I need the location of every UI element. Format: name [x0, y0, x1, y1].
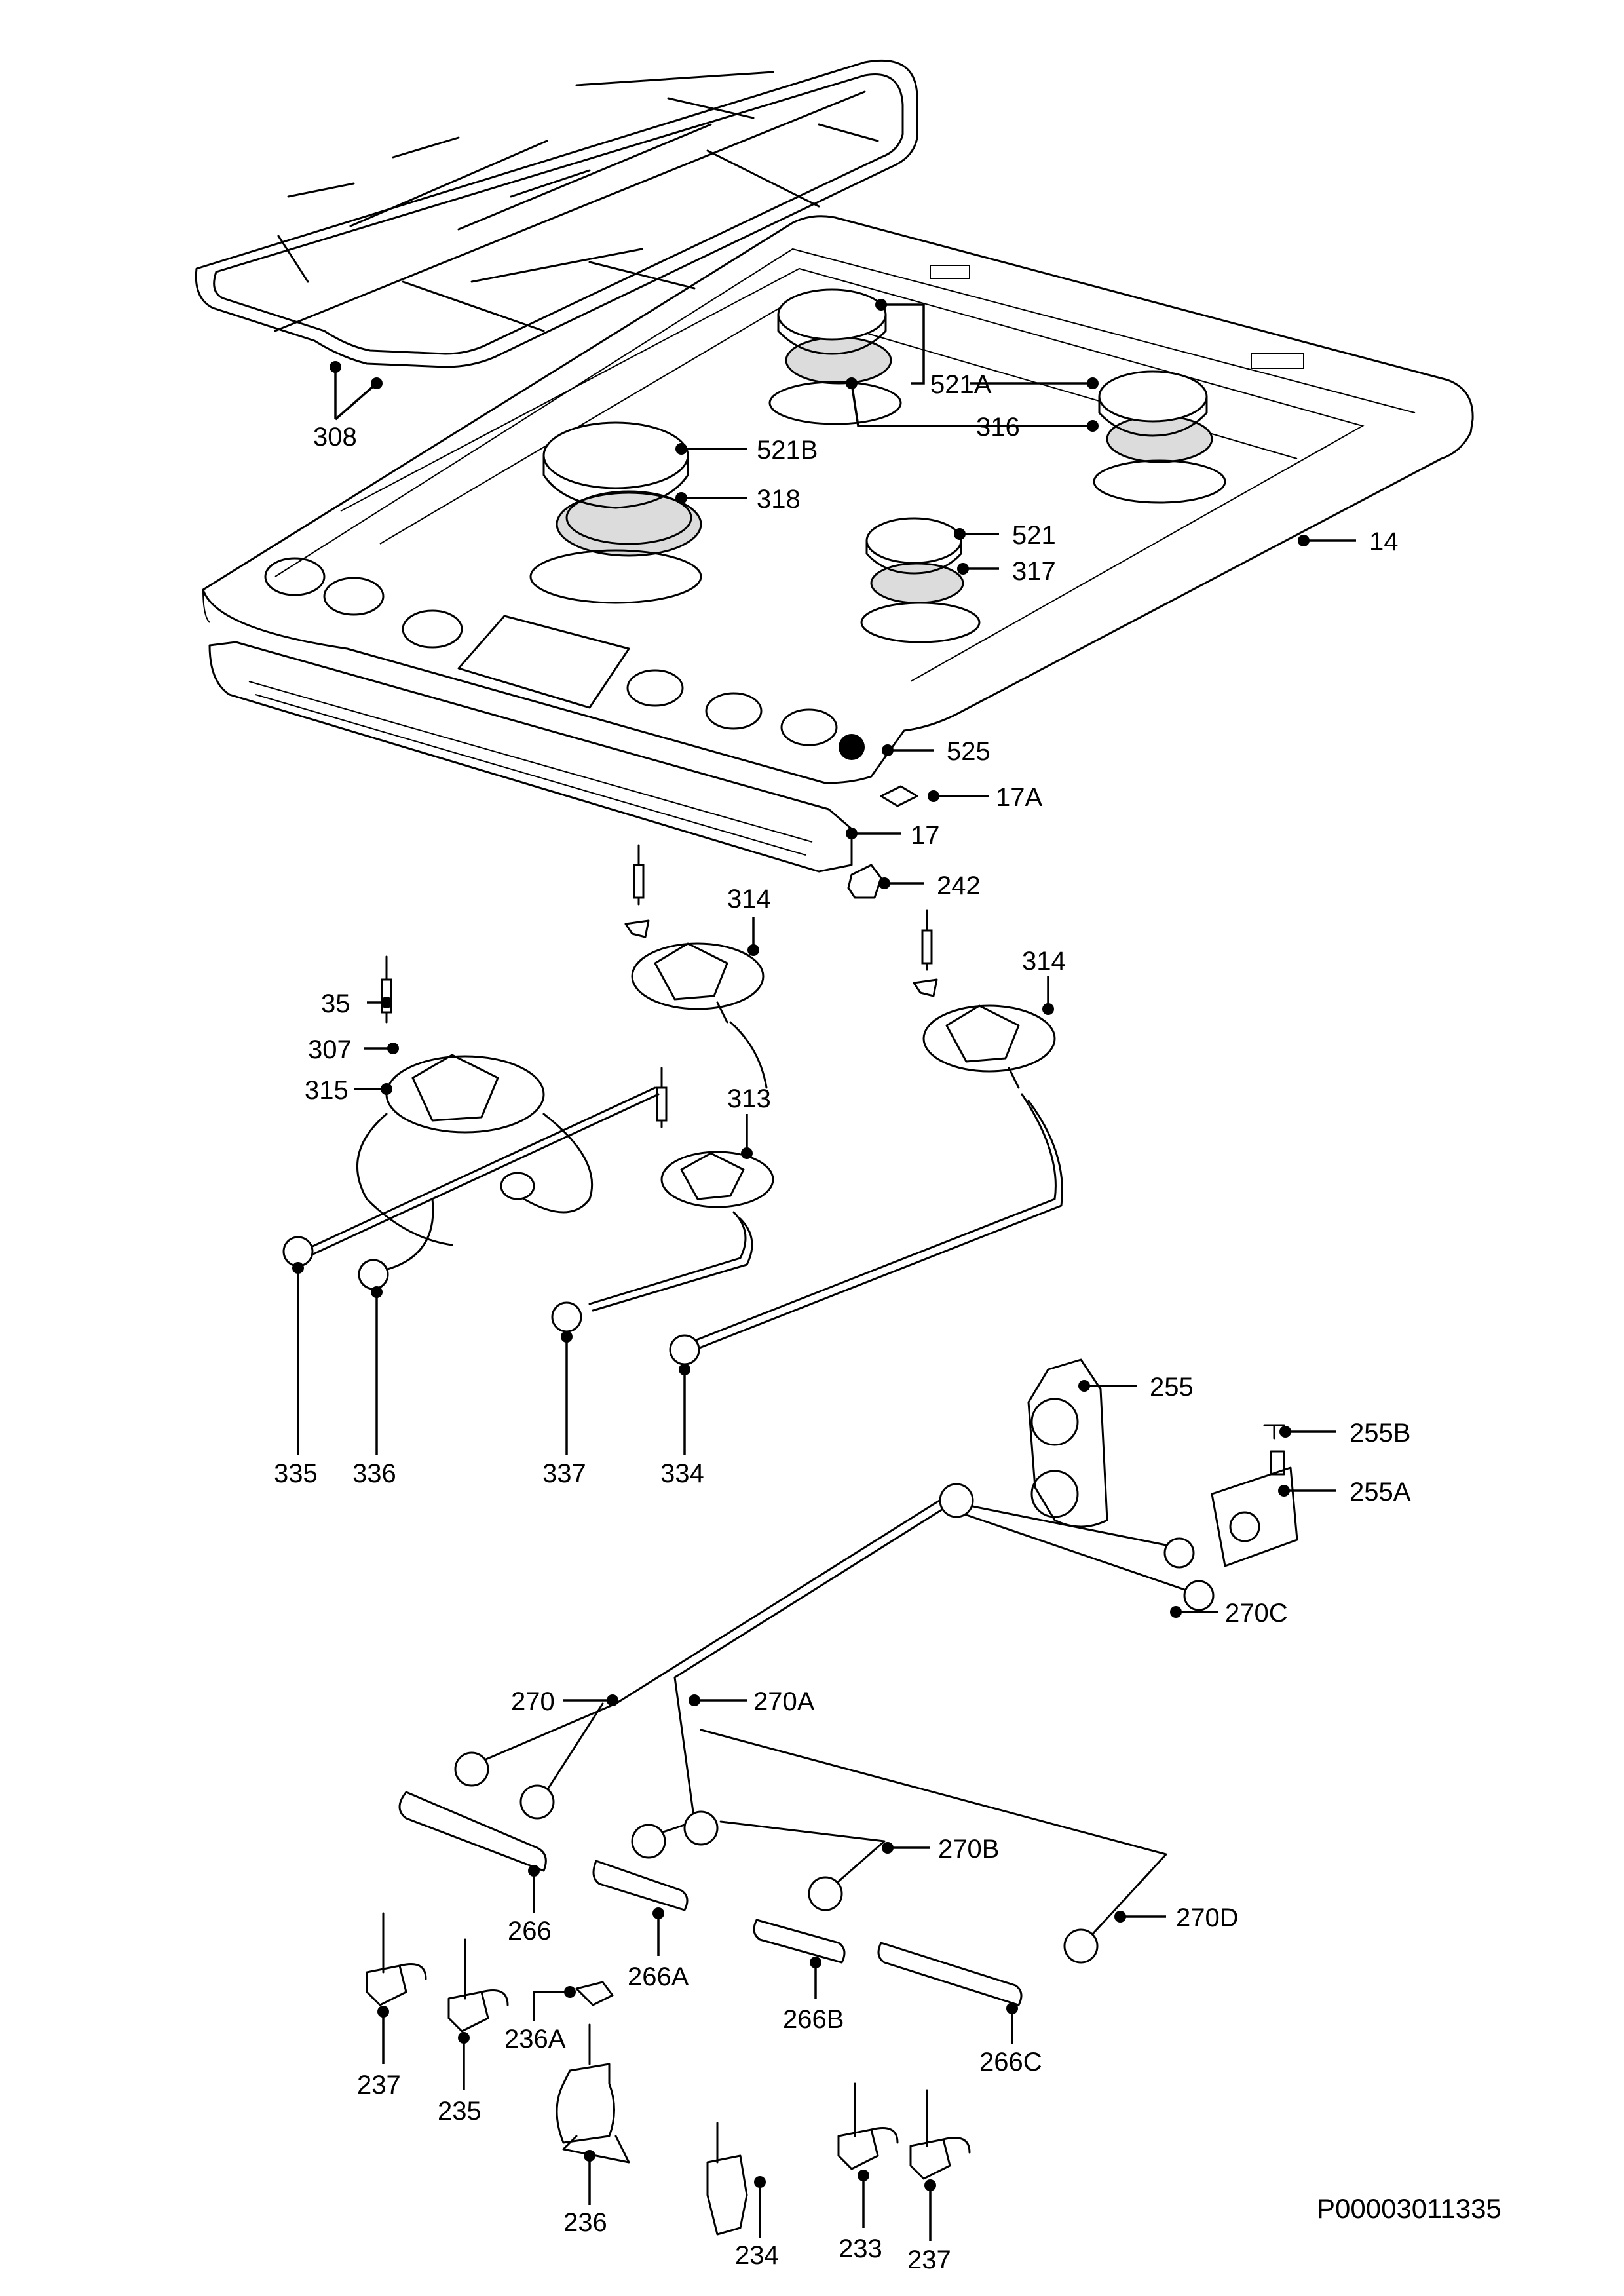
label-234: 234 — [735, 2241, 779, 2270]
burner-cup-314-right — [687, 909, 1063, 1351]
label-521: 521 — [1012, 521, 1056, 550]
label-266B: 266B — [783, 2005, 844, 2034]
label-335: 335 — [274, 1459, 318, 1488]
tap-233 — [837, 2082, 899, 2170]
label-270: 270 — [511, 1687, 555, 1716]
tap-235 — [447, 1938, 509, 2033]
label-313: 313 — [727, 1084, 771, 1113]
label-270C: 270C — [1225, 1599, 1288, 1628]
diagram-code: P00003011335 — [1317, 2193, 1501, 2224]
label-235: 235 — [438, 2097, 482, 2126]
pan-support-grid — [195, 59, 918, 368]
label-317: 317 — [1012, 557, 1056, 586]
label-242: 242 — [937, 871, 981, 900]
label-17A: 17A — [996, 783, 1042, 812]
label-255: 255 — [1150, 1373, 1194, 1402]
label-270A: 270A — [753, 1687, 815, 1716]
label-525: 525 — [947, 737, 991, 766]
gas-pipes — [454, 1483, 1215, 1964]
burner-tubes — [398, 1791, 1023, 2006]
clip-236a — [575, 1981, 614, 2006]
label-236: 236 — [563, 2208, 607, 2237]
tap-237-right — [909, 2089, 971, 2180]
label-314-left: 314 — [727, 885, 771, 913]
label-14: 14 — [1369, 527, 1399, 556]
label-521B: 521B — [757, 436, 818, 465]
label-237-right: 237 — [907, 2246, 951, 2274]
label-233: 233 — [839, 2234, 882, 2263]
burner-small — [860, 517, 981, 643]
control-panel-strip — [208, 641, 853, 873]
label-266C: 266C — [979, 2048, 1042, 2076]
thermostat-234 — [706, 2122, 748, 2236]
taps — [366, 1912, 971, 2236]
screw-255b — [1263, 1424, 1285, 1440]
label-270D: 270D — [1176, 1904, 1239, 1932]
clip-17a — [880, 785, 918, 807]
label-521A: 521A — [930, 370, 992, 399]
label-334: 334 — [660, 1459, 704, 1488]
hob-top — [202, 215, 1474, 784]
label-266: 266 — [508, 1917, 552, 1945]
label-255A: 255A — [1350, 1478, 1411, 1506]
burner-medium-right — [1093, 370, 1226, 504]
label-318: 318 — [757, 485, 801, 514]
burner-cup-313 — [588, 1067, 774, 1312]
label-35: 35 — [321, 989, 350, 1018]
label-314-right: 314 — [1022, 947, 1066, 976]
tap-237-left — [366, 1912, 427, 2006]
part-labels: 308 521A 316 521B 318 521 317 14 525 17A… — [274, 370, 1501, 2274]
label-255B: 255B — [1350, 1419, 1410, 1447]
valve-255a — [1211, 1450, 1298, 1567]
label-17: 17 — [911, 821, 940, 850]
pipes-335-336 — [282, 1086, 700, 1366]
label-270B: 270B — [938, 1835, 999, 1864]
burner-cup-315 — [356, 955, 594, 1246]
label-315: 315 — [305, 1076, 349, 1105]
label-237-left: 237 — [357, 2071, 401, 2099]
valve-236 — [556, 2023, 630, 2164]
label-336: 336 — [352, 1459, 396, 1488]
regulator-255 — [1027, 1358, 1108, 1528]
label-316: 316 — [976, 413, 1020, 442]
bracket-242 — [847, 864, 882, 899]
burner-cup-314-left — [624, 844, 768, 1089]
label-307: 307 — [308, 1035, 352, 1064]
label-337: 337 — [542, 1459, 586, 1488]
label-266A: 266A — [628, 1962, 689, 1991]
label-308: 308 — [313, 423, 357, 451]
burner-large — [529, 421, 702, 604]
burner-medium-top — [768, 288, 902, 425]
label-236A: 236A — [504, 2025, 566, 2054]
leader-lines — [292, 299, 1356, 2241]
